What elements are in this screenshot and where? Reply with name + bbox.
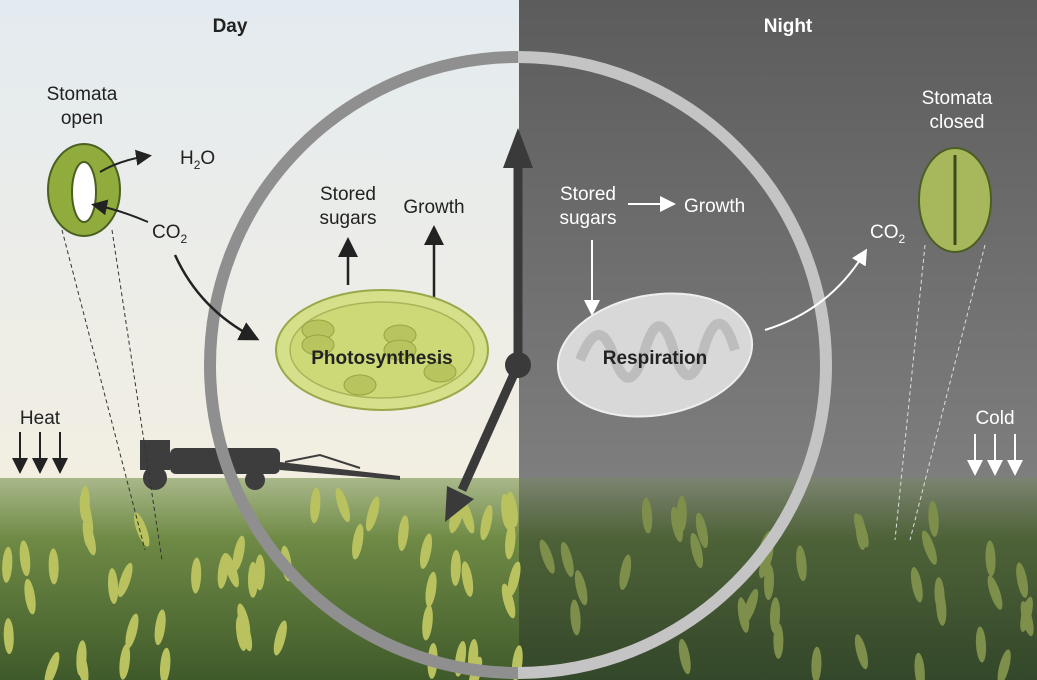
wheat-head: [570, 599, 581, 636]
wheat-head: [928, 500, 939, 537]
wheat-head: [695, 512, 709, 548]
wheat-head: [365, 496, 380, 532]
wheat-head: [450, 549, 461, 586]
wheat-head: [619, 554, 632, 591]
cold-arrows: [967, 434, 1023, 476]
wheat-head: [773, 622, 784, 659]
wheat-head: [76, 649, 89, 680]
open-stomata-icon: [47, 143, 121, 237]
wheat-head: [975, 626, 987, 663]
wheat-head: [3, 618, 14, 655]
wheat-head: [854, 634, 869, 670]
wheat-head: [743, 588, 759, 624]
wheat-head: [44, 651, 60, 680]
wheat-head: [560, 541, 574, 577]
wheat-head: [191, 557, 202, 594]
wheat-head: [419, 533, 433, 569]
night-stored-sugars-line2: sugars: [559, 208, 616, 229]
wheat-head: [539, 539, 555, 574]
wheat-head: [235, 615, 247, 652]
wheat-head: [82, 520, 96, 556]
stomata-closed-label-line2: closed: [930, 112, 985, 133]
wheat-head: [154, 609, 166, 646]
wheat-head: [505, 523, 516, 560]
wheat-head: [461, 561, 474, 597]
wheat-head: [921, 530, 937, 565]
wheat-head: [641, 497, 653, 534]
wheat-head: [133, 512, 150, 547]
wheat-head: [254, 554, 265, 591]
wheat-head: [910, 567, 923, 603]
wheat-head: [119, 643, 131, 680]
wheat-head: [352, 523, 364, 560]
night-title: Night: [764, 16, 813, 37]
wheat-head: [232, 535, 245, 571]
wheat-head: [763, 564, 775, 601]
co2-out-label: CO2: [870, 222, 906, 246]
wheat-head: [936, 589, 947, 626]
wheat-stalks: [2, 485, 1034, 680]
wheat-head: [985, 540, 996, 577]
wheat-head: [335, 487, 351, 523]
wheat-head: [159, 647, 171, 680]
wheat-head: [997, 649, 1011, 680]
night-growth-label: Growth: [684, 196, 745, 217]
chloroplast-icon: [275, 289, 489, 411]
wheat-head: [690, 532, 704, 569]
wheat-head: [678, 638, 691, 675]
wheat-head: [987, 575, 1003, 610]
wheat-head: [310, 487, 321, 524]
wheat-head: [670, 506, 683, 543]
cold-label: Cold: [975, 408, 1014, 429]
h2o-label: H2O: [180, 148, 215, 172]
wheat-head: [1020, 601, 1034, 637]
photosynthesis-label: Photosynthesis: [311, 348, 452, 369]
heat-label: Heat: [20, 408, 61, 429]
wheat-head: [811, 646, 822, 680]
day-growth-label: Growth: [403, 197, 464, 218]
stomata-open-label-line1: Stomata: [47, 84, 118, 105]
wheat-head: [480, 504, 493, 541]
wheat-head: [24, 578, 36, 615]
mitochondrion-icon: [556, 292, 754, 418]
wheat-head: [107, 568, 119, 605]
wheat-head: [574, 570, 588, 606]
closed-stomata-icon: [918, 147, 992, 253]
wheat-head: [425, 571, 437, 608]
night-stored-sugars-line1: Stored: [560, 184, 616, 205]
wheat-head: [1016, 562, 1029, 598]
wheat-head: [398, 515, 409, 552]
wheat-head: [796, 545, 807, 582]
heat-arrows: [12, 432, 68, 474]
wheat-head: [501, 583, 516, 619]
wheat-head: [507, 561, 521, 597]
wheat-head: [855, 514, 867, 551]
wheat-head: [48, 548, 59, 585]
clock-ring-night: [517, 51, 832, 679]
stomata-closed-label-line1: Stomata: [922, 88, 993, 109]
wheat-head: [125, 613, 139, 649]
clock-hands: [445, 128, 533, 522]
wheat-head: [422, 604, 433, 641]
day-stored-sugars-line2: sugars: [319, 208, 376, 229]
day-title: Day: [213, 16, 248, 37]
co2-in-label: CO2: [152, 222, 188, 246]
wheat-head: [224, 553, 239, 588]
wheat-head: [117, 562, 133, 598]
wheat-head: [273, 620, 287, 656]
clock-ring-day: [204, 51, 519, 679]
respiration-label: Respiration: [603, 348, 708, 369]
wheat-head: [2, 546, 13, 583]
wheat-head: [19, 540, 31, 577]
stomata-open-label-line2: open: [61, 108, 103, 129]
day-stored-sugars-line1: Stored: [320, 184, 376, 205]
wheat-head: [501, 493, 512, 530]
